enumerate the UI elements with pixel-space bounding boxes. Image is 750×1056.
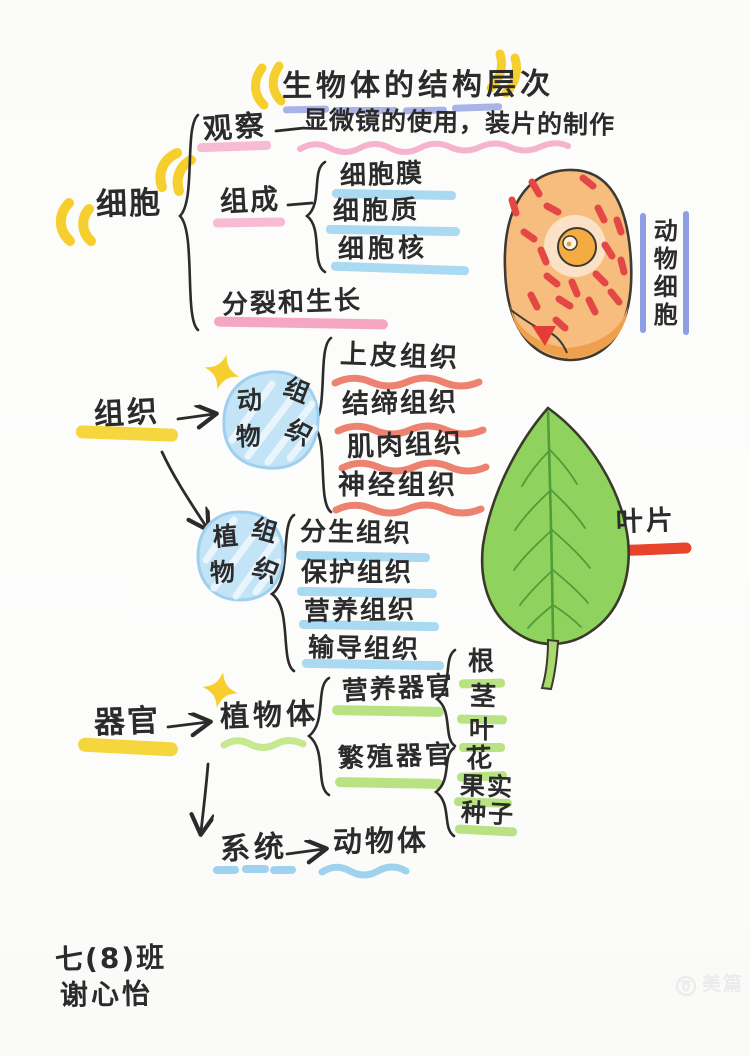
composition-brace [304, 160, 327, 274]
page-title: 生物体的结构层次 [281, 66, 555, 105]
animal-cell-caption: 动物细胞 [649, 218, 678, 330]
arrow-organ-system [201, 762, 208, 832]
nutritive-tissue: 营养组织 [303, 595, 417, 627]
signature-class: 七(8)班 [54, 941, 167, 976]
meristematic-tissue: 分生组织 [299, 517, 413, 549]
cell-membrane: 细胞膜 [339, 158, 425, 192]
arrow-tissue-animal [176, 414, 214, 419]
organ-node-label: 器官 [93, 702, 161, 742]
tissue-node-label: 组织 [93, 394, 161, 433]
cell-brace [178, 113, 200, 332]
cell-quote-marks [55, 148, 196, 246]
system-label: 系统 [219, 829, 289, 868]
sparkle-stars [202, 354, 240, 708]
animal-body-label: 动物体 [332, 823, 430, 859]
nervous-tissue: 神经组织 [338, 470, 458, 501]
wavy-underlines [220, 140, 571, 879]
plant-tissue-brace [269, 513, 296, 673]
underlines [197, 103, 692, 875]
animal-tissue-char: 物 [235, 421, 262, 452]
observe-detail: 显微镜的使用，装片的制作 [302, 105, 616, 140]
title-quote-marks [251, 49, 522, 110]
leaf-caption: 叶片 [615, 504, 677, 539]
watermark-text: 美篇 [702, 973, 745, 995]
epithelial-tissue: 上皮组织 [339, 338, 461, 375]
vegetative-organs-label: 营养器官 [341, 671, 455, 707]
plant-body-brace [306, 676, 331, 797]
plant-body-label: 植物体 [219, 696, 320, 734]
plant-tissue-blob [196, 510, 285, 602]
keyword-highlights [75, 425, 178, 757]
cell-nucleus: 细胞核 [337, 233, 429, 265]
arrow-organ-plantbody [166, 722, 208, 727]
organ-leaf: 叶 [469, 715, 495, 744]
connectors [160, 126, 324, 854]
conductive-tissue: 输导组织 [307, 633, 421, 665]
meipian-logo-icon [675, 975, 697, 997]
animal-tissue-blob [222, 370, 320, 470]
animal-cell-drawing [503, 168, 633, 362]
vegetative-brace [434, 648, 457, 748]
cell-cytoplasm: 细胞质 [332, 195, 421, 227]
organ-root: 根 [468, 647, 495, 677]
arrow-tissue-plant [160, 450, 207, 528]
organ-stem: 茎 [469, 681, 497, 713]
plant-tissue-char: 植 [211, 520, 240, 553]
leaf-drawing [480, 406, 630, 691]
composition-label: 组成 [219, 182, 281, 219]
animal-cell-caption-bars [640, 211, 689, 335]
division-growth: 分裂和生长 [221, 285, 363, 321]
plant-tissue-char: 物 [208, 557, 236, 588]
arrow-system-animalbody [285, 849, 324, 854]
signature-name: 谢心怡 [59, 977, 154, 1012]
animal-tissue-char: 动 [235, 385, 263, 416]
observe-label: 观察 [201, 107, 269, 147]
muscle-tissue: 肌肉组织 [346, 427, 464, 464]
connective-tissue: 结缔组织 [341, 386, 459, 421]
reproductive-organs-label: 繁殖器官 [337, 739, 455, 775]
protective-tissue: 保护组织 [301, 558, 414, 588]
cell-node-label: 细胞 [95, 184, 163, 224]
organ-seed: 种子 [460, 797, 516, 830]
organ-flower: 花 [465, 743, 493, 775]
reproductive-brace [433, 746, 456, 838]
